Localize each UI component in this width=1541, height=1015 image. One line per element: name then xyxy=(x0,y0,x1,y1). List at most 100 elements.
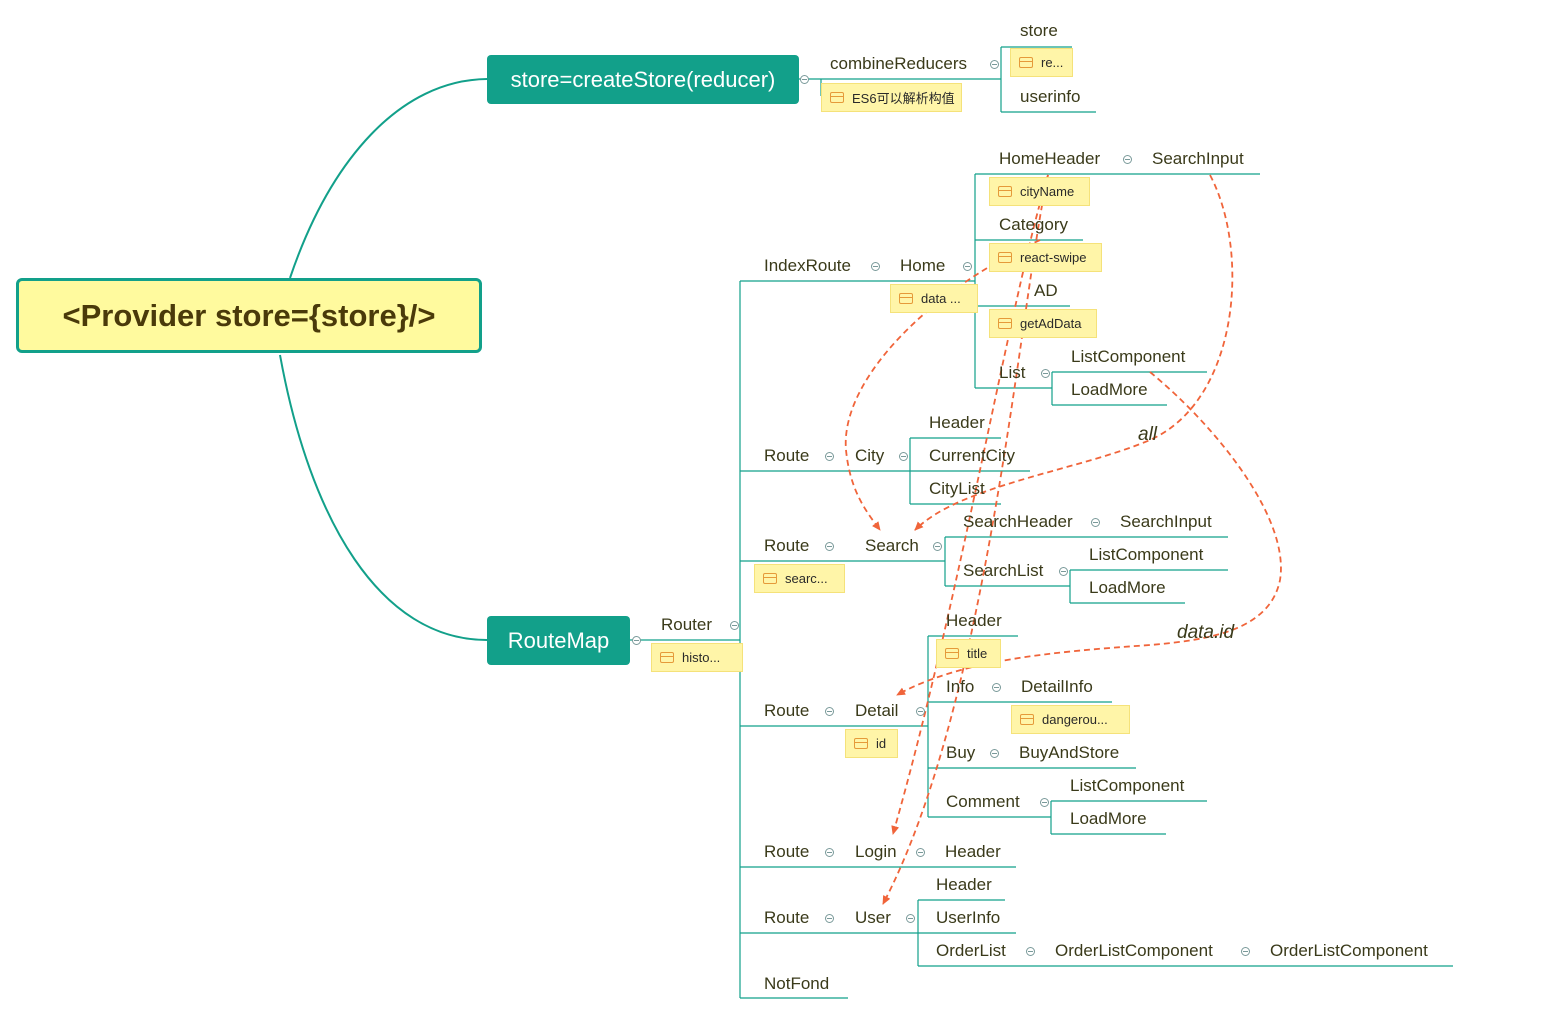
search-note-text: searc... xyxy=(785,571,828,586)
collapse-toggle-router[interactable] xyxy=(730,621,739,630)
id-note-text: id xyxy=(876,736,887,751)
userinfo-label: userinfo xyxy=(1020,87,1081,106)
collapse-toggle-searchheader[interactable] xyxy=(1091,518,1100,527)
collapse-toggle-user-route[interactable] xyxy=(825,914,834,923)
dangerous-note-text: dangerou... xyxy=(1042,712,1108,727)
relation-label-data-id[interactable]: data.id xyxy=(1177,622,1235,643)
cityname-note[interactable]: cityName xyxy=(989,177,1090,206)
note-icon xyxy=(945,648,959,659)
orderlistcomponent-2-label: OrderListComponent xyxy=(1270,941,1428,960)
home-searchinput-label: SearchInput xyxy=(1152,149,1244,168)
note-icon xyxy=(998,186,1012,197)
comment-label: Comment xyxy=(946,792,1020,811)
root-label: <Provider store={store}/> xyxy=(62,297,436,333)
store-topic[interactable]: store=createStore(reducer) xyxy=(487,55,799,104)
ad-label: AD xyxy=(1034,281,1058,300)
routemap-topic-label: RouteMap xyxy=(507,627,610,653)
notfond-label: NotFond xyxy=(764,974,830,993)
collapse-toggle-login[interactable] xyxy=(916,848,925,857)
collapse-toggle-city-route[interactable] xyxy=(825,452,834,461)
cityname-note-text: cityName xyxy=(1020,184,1075,199)
router-note[interactable]: histo... xyxy=(651,643,743,672)
collapse-toggle-home[interactable] xyxy=(963,262,972,271)
collapse-toggle-login-route[interactable] xyxy=(825,848,834,857)
user-header-label: Header xyxy=(936,875,992,894)
title-note[interactable]: title xyxy=(936,639,1001,668)
combine-note[interactable]: ES6可以解析构值 xyxy=(821,83,962,112)
city-label: City xyxy=(855,446,885,465)
search-searchinput-label: SearchInput xyxy=(1120,512,1212,531)
home-note[interactable]: data ... xyxy=(890,284,978,313)
collapse-toggle-city[interactable] xyxy=(899,452,908,461)
city-route-label: Route xyxy=(764,446,810,465)
search-label: Search xyxy=(865,536,919,555)
routemap-topic[interactable]: RouteMap xyxy=(487,616,630,665)
combine-note-text: ES6可以解析构值 xyxy=(852,91,955,106)
branch-lines xyxy=(630,46,1453,999)
collapse-toggle-comment[interactable] xyxy=(1040,798,1049,807)
category-label: Category xyxy=(999,215,1068,234)
router-label: Router xyxy=(661,615,713,634)
root-topic[interactable]: <Provider store={store}/> xyxy=(16,278,482,353)
collapse-toggle-detail[interactable] xyxy=(916,707,925,716)
reactswipe-note-text: react-swipe xyxy=(1020,250,1087,265)
comment-listcomponent-label: ListComponent xyxy=(1070,776,1185,795)
home-note-text: data ... xyxy=(921,291,961,306)
login-route-label: Route xyxy=(764,842,810,861)
store-topic-label: store=createStore(reducer) xyxy=(510,66,776,92)
login-label: Login xyxy=(855,842,897,861)
info-label: Info xyxy=(946,677,975,696)
search-note[interactable]: searc... xyxy=(754,564,845,593)
collapse-toggle-indexroute[interactable] xyxy=(871,262,880,271)
orderlist-label: OrderList xyxy=(936,941,1006,960)
collapse-toggle-list[interactable] xyxy=(1041,369,1050,378)
detail-header-label: Header xyxy=(946,611,1002,630)
collapse-toggle-combine[interactable] xyxy=(990,60,999,69)
collapse-toggle-searchlist[interactable] xyxy=(1059,567,1068,576)
main-curves xyxy=(279,78,488,641)
collapse-toggle-detail-route[interactable] xyxy=(825,707,834,716)
note-icon xyxy=(1020,714,1034,725)
collapse-toggle-store[interactable] xyxy=(800,75,809,84)
store-note-text: re... xyxy=(1041,55,1064,70)
title-note-text: title xyxy=(967,646,988,661)
collapse-toggle-buy[interactable] xyxy=(990,749,999,758)
note-icon xyxy=(763,573,777,584)
collapse-toggle-search[interactable] xyxy=(933,542,942,551)
dangerous-note[interactable]: dangerou... xyxy=(1011,705,1130,734)
collapse-toggle-info[interactable] xyxy=(992,683,1001,692)
user-userinfo-label: UserInfo xyxy=(936,908,1001,927)
list-label: List xyxy=(999,363,1026,382)
relation-label-all[interactable]: all xyxy=(1138,424,1158,445)
searchheader-label: SearchHeader xyxy=(963,512,1073,531)
searchlist-label: SearchList xyxy=(963,561,1044,580)
getaddata-note[interactable]: getAdData xyxy=(989,309,1097,338)
collapse-toggle-routemap[interactable] xyxy=(632,636,641,645)
collapse-toggle-orderlistcomponent[interactable] xyxy=(1241,947,1250,956)
id-note[interactable]: id xyxy=(845,729,898,758)
currentcity-label: CurrentCity xyxy=(929,446,1015,465)
getaddata-note-text: getAdData xyxy=(1020,316,1082,331)
note-icon xyxy=(899,293,913,304)
store-note[interactable]: re... xyxy=(1010,48,1073,77)
user-label: User xyxy=(855,908,891,927)
combine-reducers-label: combineReducers xyxy=(830,54,968,73)
home-loadmore-label: LoadMore xyxy=(1071,380,1148,399)
search-listcomponent-label: ListComponent xyxy=(1089,545,1204,564)
store-label: store xyxy=(1020,21,1058,40)
login-header-label: Header xyxy=(945,842,1001,861)
note-icon xyxy=(830,92,844,103)
collapse-toggle-homeheader[interactable] xyxy=(1123,155,1132,164)
home-label: Home xyxy=(900,256,946,275)
note-icon xyxy=(998,252,1012,263)
collapse-toggle-user[interactable] xyxy=(906,914,915,923)
collapse-toggle-search-route[interactable] xyxy=(825,542,834,551)
user-route-label: Route xyxy=(764,908,810,927)
homeheader-label: HomeHeader xyxy=(999,149,1101,168)
home-listcomponent-label: ListComponent xyxy=(1071,347,1186,366)
buy-label: Buy xyxy=(946,743,976,762)
collapse-toggle-orderlist[interactable] xyxy=(1026,947,1035,956)
city-header-label: Header xyxy=(929,413,985,432)
reactswipe-note[interactable]: react-swipe xyxy=(989,243,1102,272)
